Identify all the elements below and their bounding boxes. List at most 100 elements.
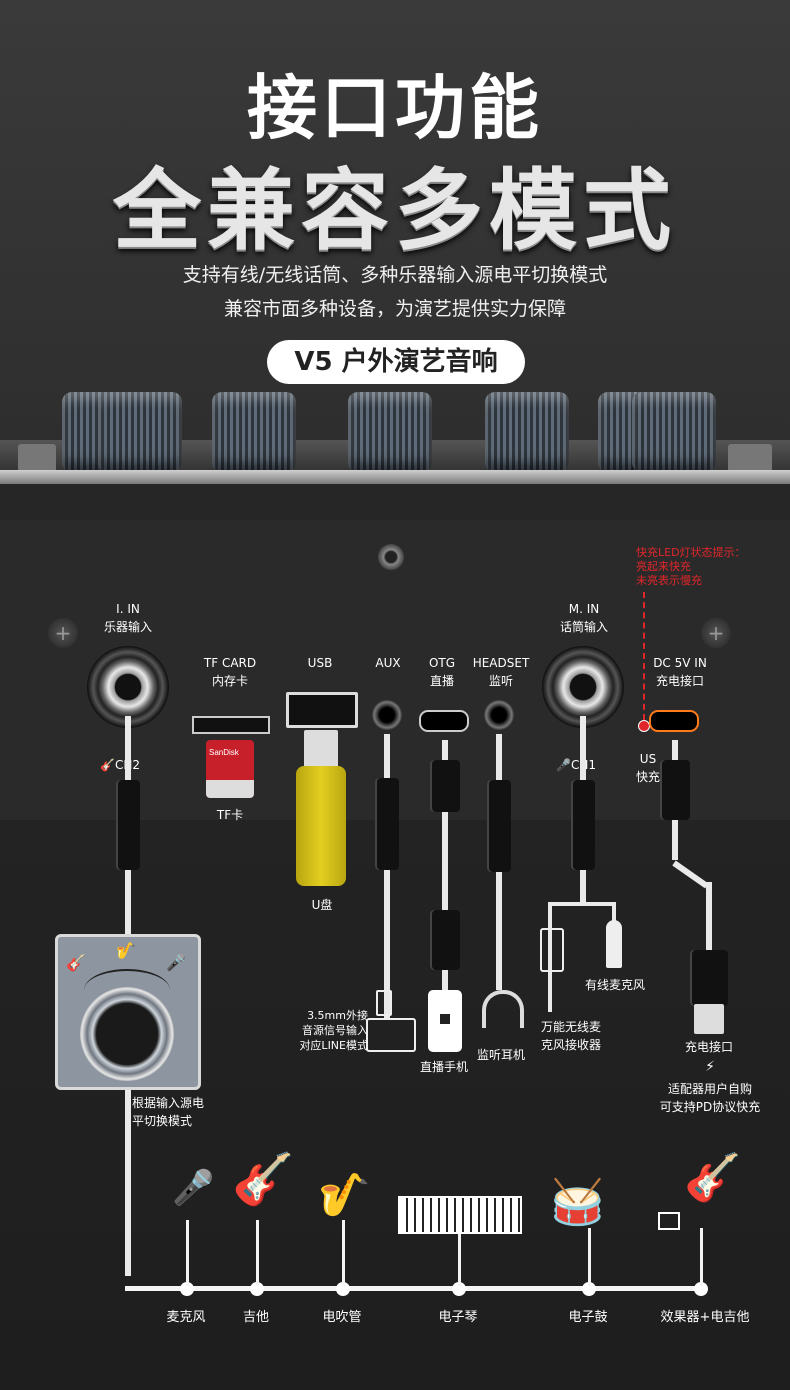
mic-mode-icon: 🎤 (166, 953, 186, 972)
aux-note-line-3: 对应LINE模式 (299, 1039, 368, 1052)
tf-card-image: SanDisk (206, 740, 254, 798)
usb-port[interactable] (286, 692, 358, 728)
switch-note-line-2: 平切换模式 (132, 1114, 193, 1128)
phone-caption: 直播手机 (419, 1060, 468, 1074)
adapter-note-line-1: 适配器用户自购 (667, 1082, 752, 1096)
wired-mic-caption: 有线麦克风 (584, 978, 645, 992)
volume-knob-7[interactable] (632, 392, 716, 480)
dc-in-label-en: DC 5V IN (653, 656, 707, 670)
mode-switch-panel: 🎸 🎷 🎤 (55, 934, 201, 1090)
node-effects (694, 1282, 708, 1296)
aux-cable (384, 734, 390, 1020)
ch2-plug (116, 780, 140, 870)
smartphone-icon (428, 990, 462, 1052)
volume-knob-3[interactable] (212, 392, 296, 480)
node-drums (582, 1282, 596, 1296)
node-guitar (250, 1282, 264, 1296)
subtitle-line-1: 支持有线/无线话筒、多种乐器输入源电平切换模式 (182, 264, 608, 286)
bottom-label-effects: 效果器+电吉他 (660, 1310, 750, 1325)
drop-effects (700, 1228, 703, 1286)
charger-usb-connector (694, 1004, 724, 1034)
aux-plug (375, 778, 399, 870)
led-callout-line (643, 592, 645, 720)
drop-mic (186, 1220, 189, 1286)
bottom-label-wind: 电吹管 (322, 1310, 362, 1325)
bottom-label-mic: 麦克风 (166, 1310, 206, 1325)
inst-in-label-cn: 乐器输入 (103, 620, 152, 634)
phone-small-icon (376, 990, 392, 1016)
mode-switch-knob[interactable] (80, 987, 174, 1081)
dc-charge-port[interactable] (649, 710, 699, 732)
aux-label: AUX (375, 656, 401, 670)
usb-fast-label-1: US (639, 752, 657, 766)
wind-instrument-icon: 🎷 (318, 1170, 371, 1219)
tf-card-caption: TF卡 (216, 808, 244, 822)
otg-label-en: OTG (428, 656, 456, 670)
subtitle-line-2: 兼容市面多种设备，为演艺提供实力保障 (223, 298, 566, 320)
aux-note-line-2: 音源信号输入 (302, 1024, 368, 1037)
tf-card-brand: SanDisk (209, 748, 239, 757)
led-note-line-1: 快充LED灯状态提示： (636, 546, 746, 559)
volume-knob-2[interactable] (98, 392, 182, 480)
bottom-label-drums: 电子鼓 (568, 1310, 608, 1325)
bottom-label-keyboard: 电子琴 (438, 1310, 478, 1325)
volume-knob-5[interactable] (485, 392, 569, 480)
otg-plug-top (430, 760, 460, 812)
hex-screw-icon (378, 544, 404, 570)
panel-edge (0, 470, 790, 484)
effects-pedal-icon (658, 1212, 680, 1230)
guitar-icon: 🎸 (100, 758, 115, 772)
dc-in-label-cn: 充电接口 (655, 674, 704, 688)
lightning-icon: ⚡ (705, 1059, 715, 1075)
drop-drums (588, 1228, 591, 1286)
mic-icon: 🎤 (556, 758, 571, 772)
otg-port[interactable] (419, 710, 469, 732)
charge-port-caption: 充电接口 (684, 1040, 733, 1054)
headset-plug (487, 780, 511, 872)
usb-fast-label-2: 快充 (635, 770, 660, 784)
screw-icon-left: + (48, 618, 78, 648)
volume-knob-4[interactable] (348, 392, 432, 480)
headset-label-cn: 监听 (488, 674, 513, 688)
drop-guitar (256, 1220, 259, 1286)
aux-note-line-1: 3.5mm外接 (307, 1009, 368, 1022)
led-note-line-3: 未亮表示慢充 (636, 574, 702, 587)
mic-in-label-cn: 话筒输入 (559, 620, 608, 634)
otg-label-cn: 直播 (429, 674, 454, 688)
node-mic (180, 1282, 194, 1296)
ch1-split (548, 902, 616, 906)
otg-plug-bottom (430, 910, 460, 970)
headphones-caption: 监听耳机 (476, 1048, 525, 1062)
panel-bracket-right (728, 444, 772, 472)
usb-stick-icon (296, 766, 346, 886)
wireless-rx-line-2: 克风接收器 (540, 1038, 601, 1052)
laptop-icon (366, 1018, 416, 1052)
tf-card-slot[interactable] (192, 716, 270, 734)
tf-card-label-en: TF CARD (203, 656, 257, 670)
mic-input-jack[interactable] (542, 646, 624, 728)
node-keyboard (452, 1282, 466, 1296)
switch-note-line-1: 根据输入源电 (132, 1096, 205, 1110)
microphone-icon: 🎤 (172, 1168, 215, 1208)
dc-cable-bend (672, 860, 709, 889)
usb-stick-connector (304, 730, 338, 770)
charger-plug (690, 950, 728, 1006)
wired-mic-icon (606, 920, 622, 968)
adapter-note-line-2: 可支持PD协议快充 (659, 1100, 761, 1114)
headset-jack[interactable] (484, 700, 514, 730)
instrument-input-jack[interactable] (87, 646, 169, 728)
bottom-label-guitar: 吉他 (242, 1310, 269, 1325)
page-headline: 全兼容多模式 (112, 159, 677, 262)
bottom-bus-line (125, 1286, 707, 1291)
headphones-icon (482, 990, 524, 1028)
wireless-rx-cable (548, 902, 552, 1012)
aux-jack[interactable] (372, 700, 402, 730)
dc-plug-top (660, 760, 690, 820)
guitar-mode-icon: 🎸 (66, 953, 86, 972)
sax-mode-icon: 🎷 (116, 941, 136, 960)
switch-arc (84, 969, 170, 1011)
wireless-receiver-icon (540, 928, 564, 972)
mic-in-label-en: M. IN (568, 602, 600, 616)
panel-bracket-left (18, 444, 56, 472)
